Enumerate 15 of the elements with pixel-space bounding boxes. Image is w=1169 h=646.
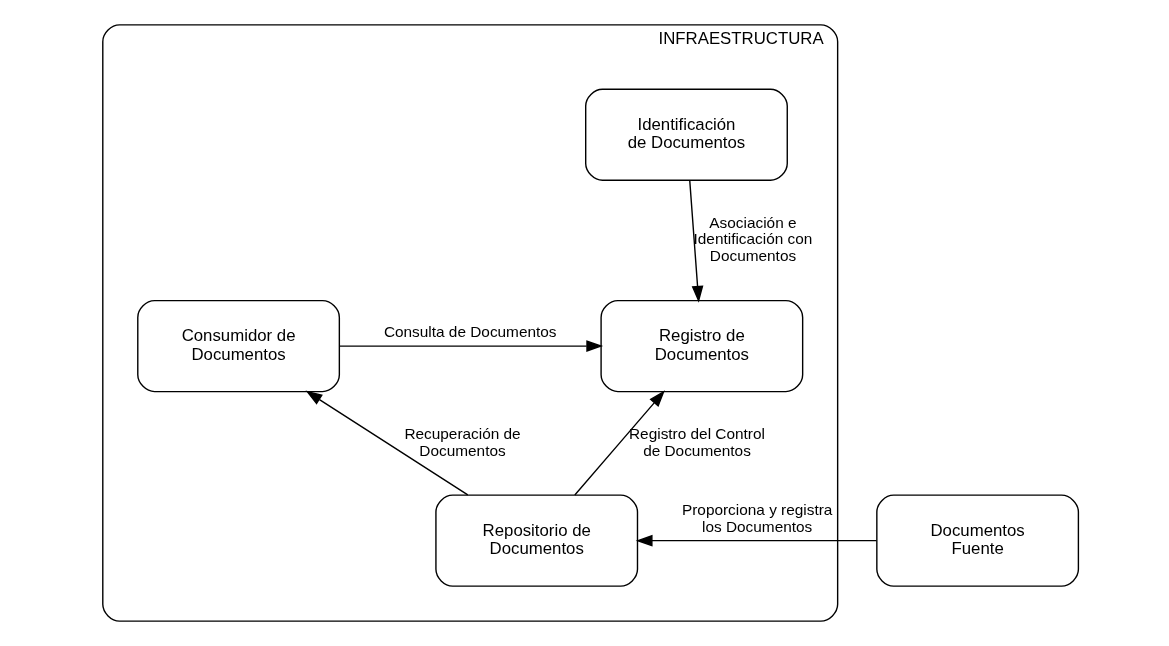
arrow [305,390,468,496]
node-box: Consumidor de Documentos [136,299,340,393]
node-box: Documentos Fuente [875,494,1079,587]
node-box: Repositorio de Documentos [434,494,638,587]
node-box: Registro de Documentos [599,299,803,393]
edge-label: Proporciona y registra los Documentos [681,501,832,535]
edge-label: Consulta de Documentos [383,323,557,341]
node-box: Identificación de Documentos [584,88,788,181]
arrow [573,390,665,496]
edge-label: Registro del Control de Documentos [628,424,765,459]
arrow [338,340,603,352]
arrow [688,179,703,303]
arrow [635,534,877,547]
edge-label: Recuperación de Documentos [403,424,521,459]
edge-label: Asociación e Identificación con Documentos [693,213,812,265]
